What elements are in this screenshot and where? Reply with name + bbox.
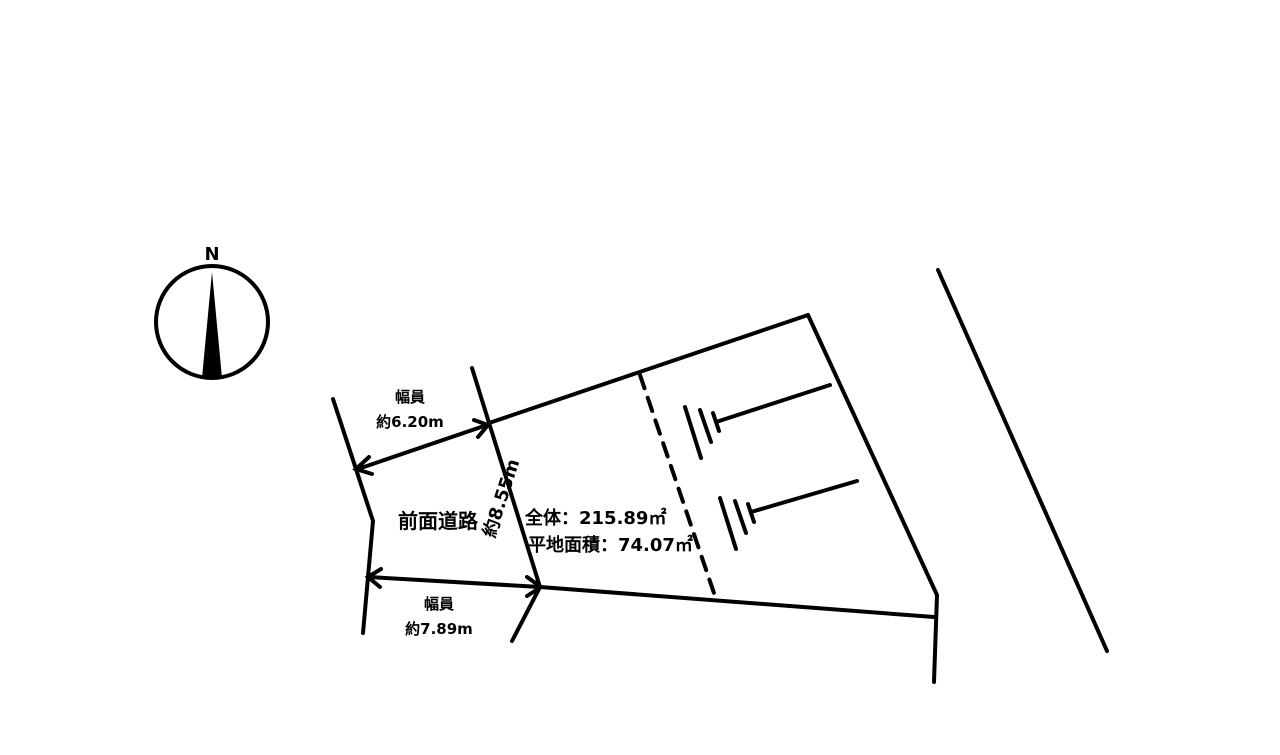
total-area-label: 全体：215.89㎡ xyxy=(524,507,666,529)
slope-symbol xyxy=(683,383,832,460)
compass-needle xyxy=(202,272,222,378)
upper-width-dimension xyxy=(352,418,492,476)
frontage-length-label: 約8.55m xyxy=(478,456,524,540)
upper-width-value: 約6.20m xyxy=(376,413,444,431)
slope-division-line xyxy=(638,373,718,601)
road-label: 前面道路 xyxy=(398,509,479,533)
north-compass-icon: N xyxy=(154,244,270,380)
lot-bottom-boundary xyxy=(538,585,936,619)
adjacent-boundary-line xyxy=(936,268,1109,653)
lot-right-boundary xyxy=(806,313,940,684)
lot-top-boundary xyxy=(487,313,810,425)
lower-width-value: 約7.89m xyxy=(405,620,473,638)
upper-width-title: 幅員 xyxy=(395,388,425,406)
slope-symbol xyxy=(718,479,859,551)
flat-area-label: 平地面積：74.07㎡ xyxy=(528,534,693,556)
lower-width-title: 幅員 xyxy=(424,595,454,613)
lower-width-dimension xyxy=(364,567,545,598)
road-left-edge xyxy=(331,397,376,635)
north-label: N xyxy=(204,244,219,265)
